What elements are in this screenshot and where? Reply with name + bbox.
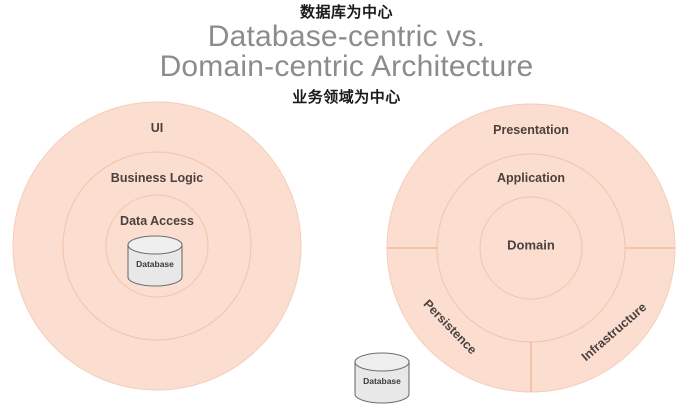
- label-presentation: Presentation: [493, 123, 569, 137]
- label-application: Application: [496, 171, 566, 185]
- cylinder-body: [354, 361, 410, 404]
- database-cylinder-left: [127, 235, 183, 287]
- label-domain: Domain: [507, 237, 555, 253]
- annotation-bottom: 业务领域为中心: [292, 88, 401, 106]
- title-block: 数据库为中心 Database-centric vs. Domain-centr…: [0, 0, 693, 107]
- database-centric-diagram: [12, 101, 302, 391]
- cylinder-top: [127, 235, 183, 255]
- database-label-left: Database: [136, 259, 174, 269]
- database-label-right: Database: [363, 376, 401, 386]
- ring-domain: [479, 196, 583, 300]
- cylinder-body: [127, 244, 183, 287]
- domain-centric-diagram: [354, 103, 676, 404]
- label-business-logic: Business Logic: [110, 171, 204, 185]
- database-cylinder-right: [354, 352, 410, 404]
- title-line-1: Database-centric vs.: [207, 20, 486, 53]
- page-title: Database-centric vs. Domain-centric Arch…: [0, 22, 693, 82]
- label-data-access: Data Access: [120, 214, 194, 228]
- label-ui: UI: [150, 121, 164, 135]
- title-line-2: Domain-centric Architecture: [159, 50, 534, 83]
- cylinder-top: [354, 352, 410, 372]
- annotation-top: 数据库为中心: [299, 3, 393, 21]
